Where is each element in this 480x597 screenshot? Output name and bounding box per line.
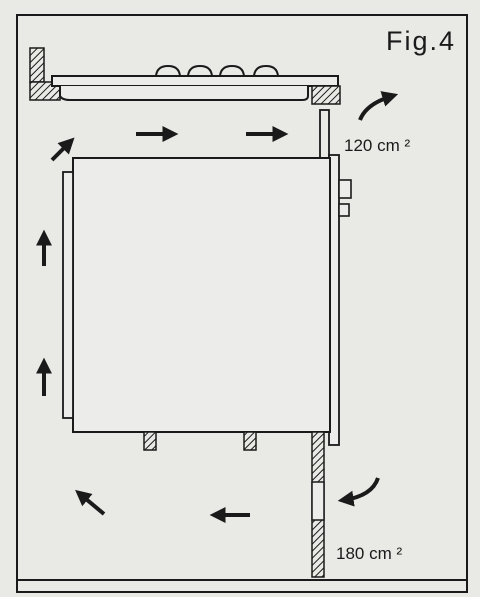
curved-arrow-icon	[358, 91, 399, 121]
bottom-vent-label: 180 cm ²	[336, 544, 403, 563]
arrow-icon	[50, 137, 75, 162]
top-vent-label: 120 cm ²	[344, 136, 411, 155]
airflow-arrows	[36, 91, 399, 523]
oven	[62, 157, 352, 433]
hob	[59, 64, 309, 101]
oven-feet	[143, 431, 257, 451]
curved-arrow-icon	[337, 477, 380, 507]
arrow-icon	[75, 489, 106, 516]
figure-title: Fig.4	[386, 26, 457, 56]
plinth	[311, 431, 325, 578]
cabinet-frame	[16, 14, 468, 593]
